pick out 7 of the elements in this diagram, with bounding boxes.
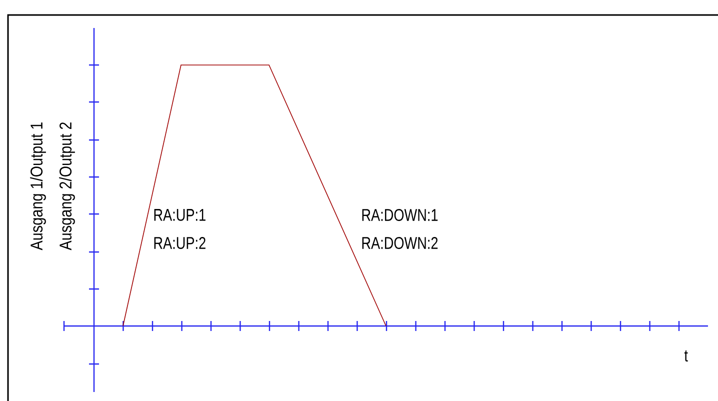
ramp-label: RA:DOWN:1 <box>362 208 438 222</box>
ramp-label: RA:UP:2 <box>154 236 206 250</box>
ramp-label: RA:UP:1 <box>154 209 206 221</box>
axis-label: Ausgang 2/Output 2 <box>59 122 75 250</box>
ramp-label: RA:DOWN:2 <box>362 236 438 250</box>
axis-label: t <box>684 350 688 362</box>
axis-label: Ausgang 1/Output 1 <box>30 122 46 250</box>
